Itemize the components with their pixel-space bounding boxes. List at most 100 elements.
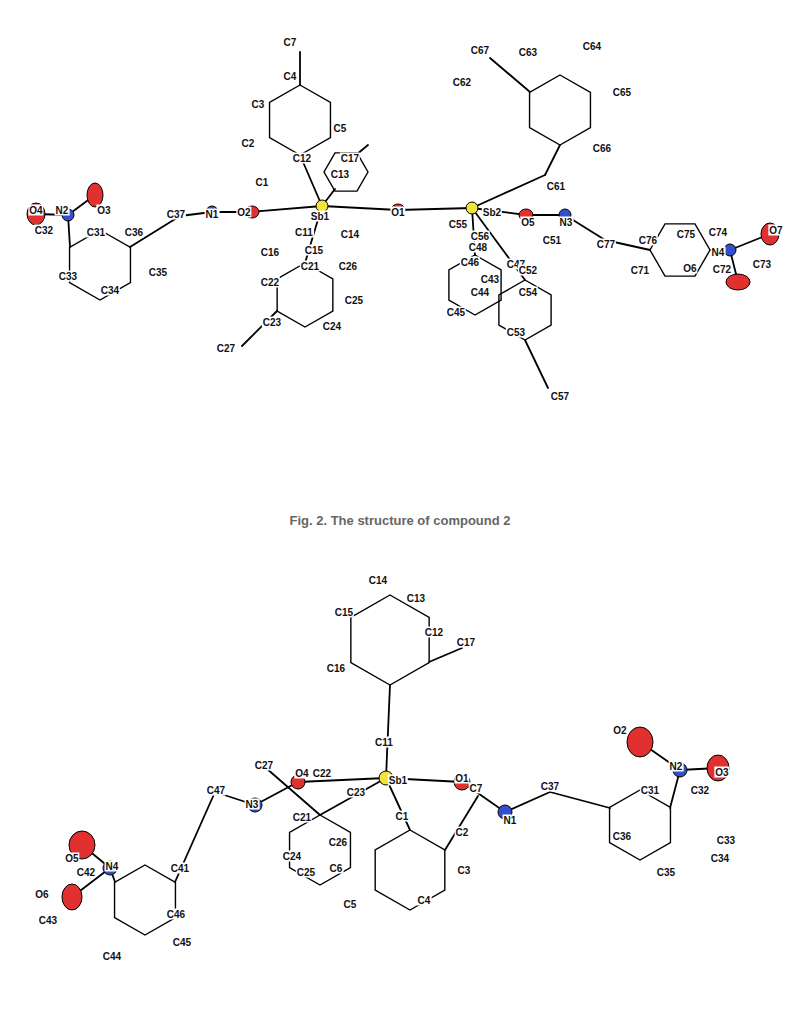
atom-label: Sb1: [310, 211, 330, 222]
atom-label: C76: [638, 235, 658, 246]
atom-label: C11: [374, 737, 394, 748]
atom-label: C2: [455, 827, 470, 838]
atom-label: C4: [283, 71, 298, 82]
atom-label: C16: [326, 663, 346, 674]
atom-label: C54: [518, 287, 538, 298]
figure-caption: Fig. 2. The structure of compound 2: [287, 513, 512, 528]
atom-label: C12: [424, 627, 444, 638]
atom-label: C44: [470, 287, 490, 298]
atom-label: C31: [640, 785, 660, 796]
atom-label: C1: [395, 811, 410, 822]
atom-label: C46: [460, 257, 480, 268]
atom-label: N4: [711, 247, 726, 258]
atom-label: C24: [322, 321, 342, 332]
atom-label: N3: [559, 217, 574, 228]
atom-label: C32: [690, 785, 710, 796]
atom-label: C23: [346, 787, 366, 798]
atom-label: C37: [166, 209, 186, 220]
atom-label: N1: [205, 209, 220, 220]
atom-label: O2: [236, 207, 251, 218]
atom-label: C45: [172, 937, 192, 948]
atom-label: C72: [712, 264, 732, 275]
atom-label: C24: [282, 851, 302, 862]
atom-label: C35: [656, 867, 676, 878]
atom-label: C63: [518, 47, 538, 58]
atom-label: C25: [296, 867, 316, 878]
atom-label: C7: [469, 783, 484, 794]
atom-label: C21: [292, 812, 312, 823]
atom-label: C55: [448, 219, 468, 230]
atom-label: O6: [682, 263, 697, 274]
atom-label: C27: [216, 343, 236, 354]
atom-label: C75: [676, 229, 696, 240]
atom-label: C42: [76, 867, 96, 878]
atom-label: C17: [456, 637, 476, 648]
atom-label: N3: [245, 799, 260, 810]
atom-label: C51: [542, 235, 562, 246]
atom-label: C14: [368, 575, 388, 586]
atom-label: C57: [550, 391, 570, 402]
atom-label: N2: [669, 761, 684, 772]
atom-label: C56: [470, 231, 490, 242]
atom-label: C15: [334, 607, 354, 618]
atom-label: Sb2: [482, 207, 502, 218]
atom-label: C15: [304, 245, 324, 256]
atom-label: C34: [710, 853, 730, 864]
atom-label: C45: [446, 307, 466, 318]
atom-label: C31: [86, 227, 106, 238]
atom-label: N2: [55, 205, 70, 216]
atom-label: C14: [340, 229, 360, 240]
atom-label: C33: [716, 835, 736, 846]
atom-label: C23: [262, 317, 282, 328]
atom-label: C62: [452, 77, 472, 88]
atom-label: C66: [592, 143, 612, 154]
atom-label: C43: [38, 915, 58, 926]
atom-label: O6: [34, 889, 49, 900]
atom-label: C67: [470, 45, 490, 56]
atom-label: O3: [96, 205, 111, 216]
atom-label: O7: [768, 225, 783, 236]
atom-label: C65: [612, 87, 632, 98]
atom-label: C33: [58, 271, 78, 282]
atom-label: C48: [468, 242, 488, 253]
atom-label: C13: [406, 593, 426, 604]
atom-label: C11: [294, 227, 314, 238]
atom-label: C22: [312, 768, 332, 779]
atom-label: O2: [612, 725, 627, 736]
atom-label: C26: [338, 261, 358, 272]
atom-label: C35: [148, 267, 168, 278]
atom-label: C36: [612, 831, 632, 842]
atom-label: O5: [64, 853, 79, 864]
atom-label: C34: [100, 285, 120, 296]
atom-label: C12: [292, 153, 312, 164]
atom-label: C47: [206, 785, 226, 796]
atom-label: N1: [503, 815, 518, 826]
atom-label: C5: [333, 123, 348, 134]
atom-label: O4: [294, 768, 309, 779]
atom-label: C41: [170, 863, 190, 874]
atom-label: C52: [518, 265, 538, 276]
atom-label: Sb1: [388, 775, 408, 786]
atom-label: C43: [480, 274, 500, 285]
atom-label: C61: [546, 181, 566, 192]
atom-label: C3: [251, 99, 266, 110]
atom-label: O4: [28, 205, 43, 216]
atom-label: C4: [417, 895, 432, 906]
atom-label: C64: [582, 41, 602, 52]
atom-label: C77: [596, 239, 616, 250]
atom-label: C36: [124, 227, 144, 238]
atom-label: O1: [454, 773, 469, 784]
atom-label: C32: [34, 225, 54, 236]
atom-label: C7: [283, 37, 298, 48]
atom-label: C13: [330, 169, 350, 180]
atom-label: C27: [254, 760, 274, 771]
atom-label: C71: [630, 265, 650, 276]
atom-label: C22: [260, 277, 280, 288]
atom-label: C21: [300, 261, 320, 272]
atom-label: C74: [708, 227, 728, 238]
atom-label: O3: [714, 767, 729, 778]
atom-label: O1: [390, 207, 405, 218]
atom-label: C26: [328, 837, 348, 848]
atom-label: C37: [540, 781, 560, 792]
